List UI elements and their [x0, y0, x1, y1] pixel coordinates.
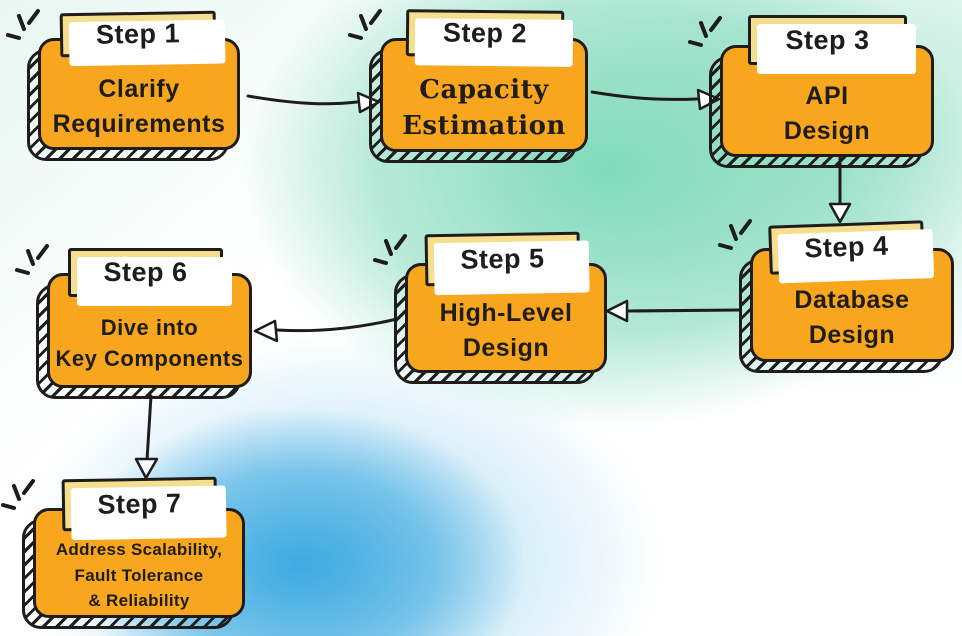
step-5-label: Step 5 — [424, 231, 581, 287]
step-3-text-line: API — [805, 82, 849, 110]
step-6-text-line: Dive into — [100, 314, 199, 340]
step-7-text-line: & Reliability — [88, 591, 190, 611]
step-3-label: Step 3 — [748, 15, 907, 65]
step-7-text-line: Fault Tolerance — [74, 565, 204, 585]
step-3-label-text: Step 3 — [785, 24, 870, 55]
step-2-box: Capacity Estimation Step 2 — [348, 9, 588, 163]
sparkle-icon — [373, 234, 407, 265]
step-7-text-line: Address Scalability, — [55, 539, 223, 559]
step-7-label-text: Step 7 — [97, 487, 182, 520]
step-2-text-line: Capacity — [419, 74, 549, 105]
step-5-label-text: Step 5 — [460, 242, 545, 275]
step-4-label: Step 4 — [768, 220, 925, 275]
step-6-text-line: Key Components — [55, 346, 244, 371]
step-2-text-line: Estimation — [402, 110, 566, 141]
step-4-box: Database Design Step 4 — [718, 219, 954, 373]
step-3-text-line: Design — [783, 116, 871, 145]
step-2-label: Step 2 — [405, 9, 565, 58]
step-2-label-text: Step 2 — [442, 17, 528, 49]
step-3-box: API Design Step 3 — [688, 15, 934, 168]
step-5-box: High-Level Design Step 5 — [373, 231, 607, 384]
step-6-box: Dive into Key Components Step 6 — [15, 244, 252, 399]
sparkle-icon — [1, 479, 35, 510]
step-1-label: Step 1 — [59, 10, 217, 58]
arrow-step1-step2 — [246, 91, 381, 114]
sparkle-icon — [348, 9, 382, 40]
step-4-text-line: Database — [794, 286, 910, 314]
step-5-text-line: High-Level — [439, 299, 573, 327]
sparkle-icon — [718, 219, 752, 250]
step-1-label-text: Step 1 — [95, 17, 181, 50]
arrow-step6-step7 — [134, 394, 159, 480]
arrow-step5-step6 — [253, 317, 399, 343]
arrow-step4-step5 — [605, 299, 742, 323]
step-1-box: Clarify Requirements Step 1 — [6, 9, 240, 161]
sparkle-icon — [6, 9, 40, 40]
step-6-label: Step 6 — [68, 248, 223, 297]
step-6-label-text: Step 6 — [103, 257, 188, 287]
step-7-box: Address Scalability, Fault Tolerance & R… — [1, 476, 245, 629]
step-5-text-line: Design — [462, 333, 550, 362]
step-4-label-text: Step 4 — [803, 230, 889, 264]
step-4-text-line: Design — [808, 320, 896, 349]
step-1-text-line: Requirements — [52, 109, 226, 138]
step-1-text-line: Clarify — [98, 75, 180, 103]
sparkle-icon — [688, 16, 722, 47]
step-7-label: Step 7 — [61, 476, 218, 532]
sparkle-icon — [15, 244, 49, 275]
arrow-step2-step3 — [590, 88, 721, 111]
